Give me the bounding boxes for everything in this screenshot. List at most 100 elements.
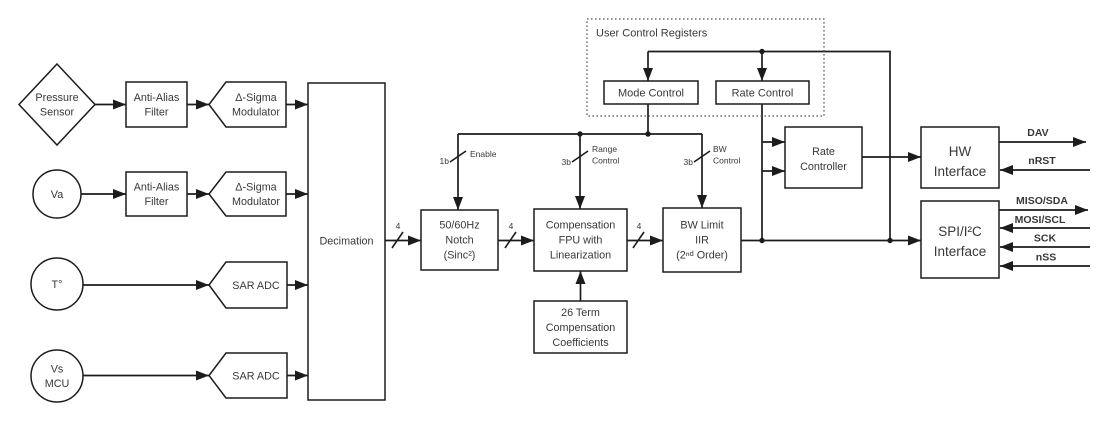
- compensation-fpu-label-2: FPU with: [559, 235, 603, 247]
- delta-sigma-modulator-1-block: Δ-Sigma Modulator: [208, 81, 287, 128]
- miso-sda-signal-label: MISO/SDA: [1016, 195, 1068, 207]
- pressure-sensor-label-1: Pressure: [35, 92, 78, 104]
- pressure-sensor-source: Pressure Sensor: [17, 62, 97, 147]
- delta-sigma-modulator-1-label-1: Δ-Sigma: [235, 92, 276, 104]
- compensation-coefficients-shape: [533, 300, 628, 354]
- rate-controller-label-2: Controller: [800, 161, 847, 173]
- bw-limit-iir-block: BW Limit IIR (2ⁿᵈ Order): [662, 207, 742, 273]
- bw-limit-iir-shape: [662, 207, 742, 273]
- temperature-label: T°: [52, 279, 63, 291]
- bus-width-4-label-b: 4: [509, 221, 514, 231]
- bw-limit-iir-label-2: IIR: [695, 235, 709, 247]
- temperature-shape: [30, 257, 84, 311]
- decimation-shape: [307, 82, 386, 401]
- delta-sigma-modulator-2-shape: [208, 171, 287, 217]
- compensation-fpu-shape: [533, 208, 628, 272]
- delta-sigma-modulator-2-label-1: Δ-Sigma: [235, 182, 276, 194]
- range-control-label-2: Control: [592, 156, 620, 166]
- pressure-sensor-shape: [17, 62, 97, 147]
- bus-width-4-label-c: 4: [637, 221, 642, 231]
- user-control-registers-boundary: [586, 18, 825, 117]
- notch-filter-label-1: 50/60Hz: [439, 220, 479, 232]
- sck-signal-label: SCK: [1034, 233, 1057, 245]
- compensation-fpu-block: Compensation FPU with Linearization: [533, 208, 628, 272]
- va-label: Va: [51, 189, 63, 201]
- mode-control-label: Mode Control: [618, 88, 684, 100]
- compensation-fpu-label-1: Compensation: [546, 220, 616, 232]
- rate-control-shape: [715, 80, 810, 105]
- nrst-signal-label: nRST: [1028, 155, 1056, 167]
- va-shape: [32, 169, 82, 219]
- pressure-sensor-label-2: Sensor: [40, 107, 75, 119]
- enable-label: Enable: [470, 149, 497, 159]
- delta-sigma-modulator-2-block: Δ-Sigma Modulator: [208, 171, 287, 217]
- delta-sigma-modulator-1-shape: [208, 81, 287, 128]
- bw-limit-iir-label-3: (2ⁿᵈ Order): [676, 250, 728, 262]
- notch-filter-shape: [420, 209, 499, 271]
- control-bus-connectors: [453, 50, 921, 241]
- anti-alias-filter-1-shape: [125, 81, 188, 128]
- spi-i2c-interface-label-2: Interface: [934, 244, 987, 259]
- compensation-coefficients-label-1: 26 Term: [561, 307, 600, 319]
- bus-width-4-label-a: 4: [396, 221, 401, 231]
- sck-signal: SCK: [1000, 233, 1090, 252]
- sar-adc-1-shape: [208, 261, 288, 309]
- compensation-coefficients-label-2: Compensation: [546, 322, 616, 334]
- sar-adc-1-block: SAR ADC: [208, 261, 288, 309]
- decimation-label: Decimation: [319, 236, 373, 248]
- bw-control-label-2: Control: [713, 156, 741, 166]
- sar-adc-1-label: SAR ADC: [232, 280, 280, 292]
- nss-signal-label: nSS: [1036, 252, 1056, 264]
- user-control-registers-group: User Control Registers Mode Control Rate…: [586, 18, 825, 117]
- vs-mcu-shape: [30, 349, 84, 403]
- delta-sigma-modulator-1-label-2: Modulator: [232, 107, 280, 119]
- rate-controller-shape: [784, 126, 863, 189]
- range-width-label: 3b: [562, 157, 572, 167]
- dav-signal: DAV: [999, 127, 1086, 147]
- nrst-signal: nRST: [1000, 155, 1090, 175]
- sar-adc-2-label: SAR ADC: [232, 371, 280, 383]
- bw-control-label-1: BW: [713, 144, 727, 154]
- compensation-coefficients-block: 26 Term Compensation Coefficients: [533, 300, 628, 354]
- notch-filter-label-2: Notch: [445, 235, 473, 247]
- vs-mcu-label-2: MCU: [45, 378, 70, 390]
- vs-mcu-label-1: Vs: [51, 364, 64, 376]
- hw-interface-label-1: HW: [949, 144, 972, 159]
- bw-limit-iir-label-1: BW Limit: [680, 220, 723, 232]
- mosi-scl-signal: MOSI/SCL: [1000, 214, 1090, 233]
- rate-controller-label-1: Rate: [812, 146, 835, 158]
- bw-width-label: 3b: [684, 157, 694, 167]
- source-row-connectors: [81, 99, 308, 381]
- decimation-block: Decimation: [307, 82, 386, 401]
- compensation-coefficients-label-3: Coefficients: [552, 337, 609, 349]
- anti-alias-filter-2-shape: [125, 171, 188, 217]
- sar-adc-2-block: SAR ADC: [208, 352, 288, 399]
- spi-i2c-interface-label-1: SPI/I²C: [938, 224, 982, 239]
- hw-interface-shape: [920, 126, 1000, 189]
- temperature-source: T°: [30, 257, 84, 311]
- hw-interface-label-2: Interface: [934, 164, 987, 179]
- anti-alias-filter-1-label-1: Anti-Alias: [134, 92, 180, 104]
- enable-width-label: 1b: [440, 156, 450, 166]
- range-control-label-1: Range: [592, 144, 617, 154]
- mosi-scl-signal-label: MOSI/SCL: [1015, 214, 1066, 226]
- anti-alias-filter-1-block: Anti-Alias Filter: [125, 81, 188, 128]
- user-control-registers-title: User Control Registers: [596, 28, 708, 40]
- rate-control-label: Rate Control: [732, 88, 794, 100]
- sar-adc-2-shape: [208, 352, 288, 399]
- spi-i2c-interface-block: SPI/I²C Interface: [920, 200, 1000, 279]
- dav-signal-label: DAV: [1027, 127, 1048, 139]
- va-source: Va: [32, 169, 82, 219]
- rate-controller-block: Rate Controller: [784, 126, 863, 189]
- delta-sigma-modulator-2-label-2: Modulator: [232, 196, 280, 208]
- anti-alias-filter-2-label-2: Filter: [145, 196, 169, 208]
- mode-control-shape: [603, 80, 699, 105]
- junction-dots: [577, 48, 893, 244]
- notch-filter-label-3: (Sinc²): [444, 250, 476, 262]
- nss-signal: nSS: [1000, 252, 1090, 271]
- vs-mcu-source: Vs MCU: [30, 349, 84, 403]
- compensation-fpu-label-3: Linearization: [550, 250, 611, 262]
- anti-alias-filter-1-label-2: Filter: [145, 107, 169, 119]
